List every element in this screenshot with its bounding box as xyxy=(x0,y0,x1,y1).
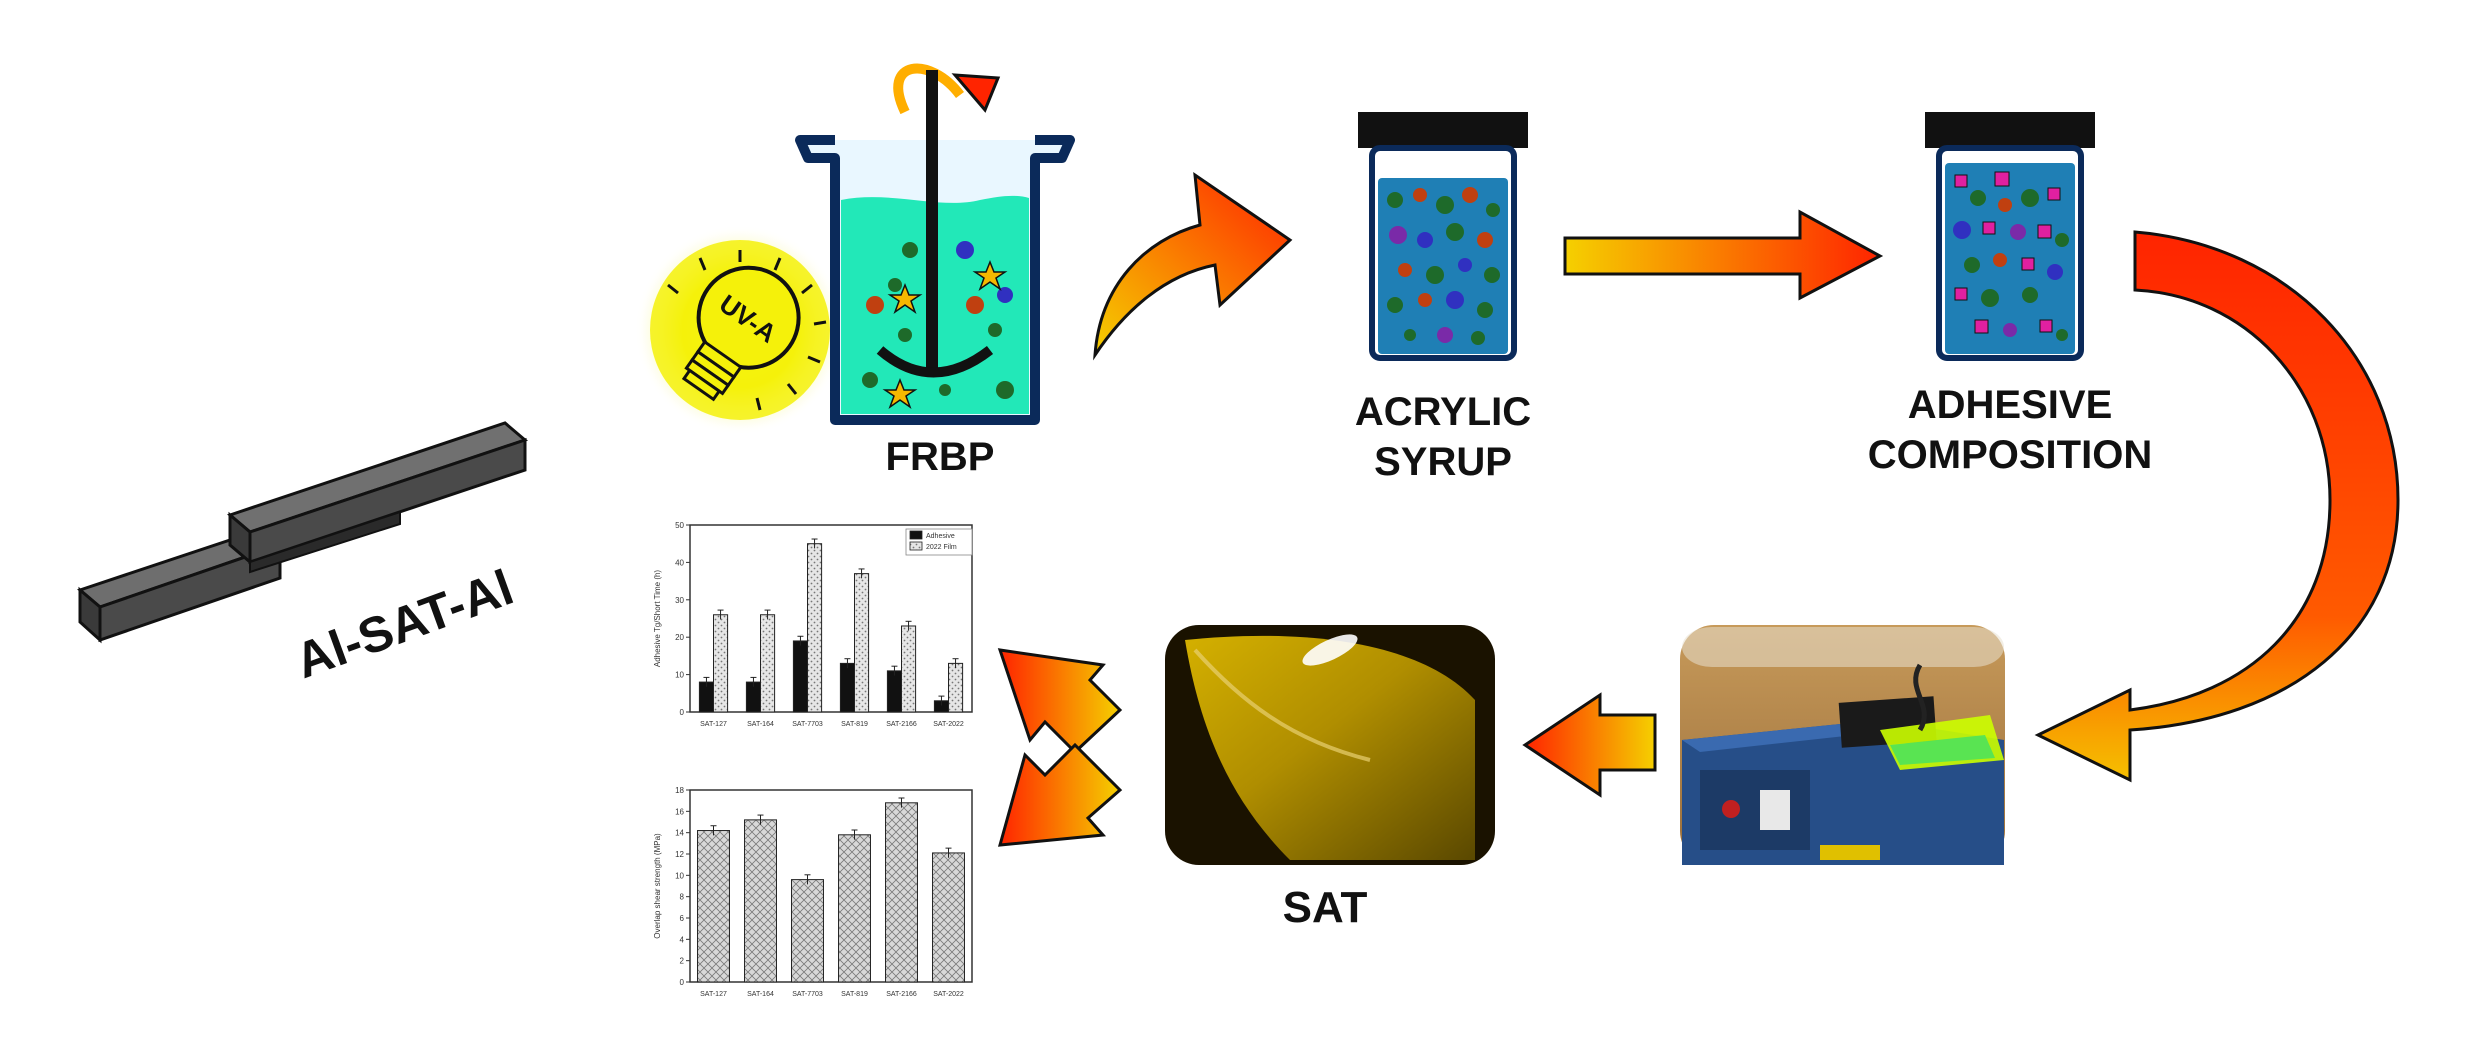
arrow-machine-to-sat xyxy=(1522,692,1657,798)
adhesive-composition-label-line1: ADHESIVE xyxy=(1908,383,2113,427)
y-tick-label: 50 xyxy=(675,521,684,530)
bar xyxy=(839,662,856,713)
bar xyxy=(697,830,730,983)
stirring-arrow-icon xyxy=(951,73,1001,113)
acrylic-syrup-vial: ACRYLIC SYRUP xyxy=(1355,112,1531,484)
reactor-particles xyxy=(862,241,1014,409)
x-tick-label: SAT-127 xyxy=(700,721,727,728)
x-tick-label: SAT-7703 xyxy=(792,991,823,998)
y-tick-label: 16 xyxy=(675,807,684,816)
y-tick-label: 4 xyxy=(680,935,685,944)
legend-swatch xyxy=(909,541,923,551)
bar xyxy=(760,614,776,713)
arrow-sat-to-bottom-chart xyxy=(997,742,1123,847)
x-tick-label: SAT-819 xyxy=(841,721,868,728)
plot-frame xyxy=(689,524,973,713)
x-tick-label: SAT-7703 xyxy=(792,721,823,728)
plot-frame xyxy=(689,789,973,983)
y-tick-label: 14 xyxy=(675,829,684,838)
adhesive-composition-vial: ADHESIVE COMPOSITION xyxy=(1868,112,2152,477)
adhesive-composition-label-line2: COMPOSITION xyxy=(1868,433,2152,477)
acrylic-syrup-label-line1: ACRYLIC xyxy=(1355,390,1531,434)
x-tick-label: SAT-2022 xyxy=(933,991,964,998)
arrow-adhesive-to-curing xyxy=(2034,230,2400,783)
sat-film-photo: SAT xyxy=(1165,625,1495,932)
lap-joint-specimen: Al-SAT-Al xyxy=(77,421,528,689)
adhesive-particles xyxy=(1953,171,2069,341)
y-axis-label: Overlap shear strength (MPa) xyxy=(653,833,662,939)
lamp-rays-icon xyxy=(667,250,827,411)
bar xyxy=(744,819,777,983)
bar xyxy=(713,614,729,713)
x-tick-label: SAT-2022 xyxy=(933,721,964,728)
x-tick-label: SAT-127 xyxy=(700,991,727,998)
y-tick-label: 12 xyxy=(675,850,684,859)
x-tick-label: SAT-2166 xyxy=(886,991,917,998)
y-tick-label: 6 xyxy=(680,914,685,923)
legend-label: Adhesive xyxy=(926,533,955,540)
y-tick-label: 30 xyxy=(675,596,684,605)
y-tick-label: 2 xyxy=(680,957,685,966)
x-tick-label: SAT-819 xyxy=(841,991,868,998)
uv-lamp: UV-A xyxy=(635,225,845,435)
y-tick-label: 0 xyxy=(680,708,685,717)
arrow-syrup-to-adhesive xyxy=(1563,209,1884,301)
acrylic-syrup-label-line2: SYRUP xyxy=(1374,440,1512,484)
y-tick-label: 40 xyxy=(675,558,684,567)
bar xyxy=(885,802,918,983)
bar xyxy=(948,662,964,713)
bar xyxy=(792,640,809,713)
frbp-label: FRBP xyxy=(886,435,995,479)
y-tick-label: 10 xyxy=(675,671,684,680)
y-tick-label: 20 xyxy=(675,633,684,642)
bar xyxy=(838,834,871,983)
y-axis-label: Adhesive Tg/Short Time (h) xyxy=(653,570,662,668)
bar xyxy=(901,625,917,713)
bar xyxy=(886,670,903,713)
arrow-frbp-to-syrup xyxy=(1093,171,1293,361)
frbp-reactor: FRBP xyxy=(795,63,1075,479)
x-tick-label: SAT-164 xyxy=(747,991,774,998)
x-tick-label: SAT-164 xyxy=(747,721,774,728)
y-tick-label: 10 xyxy=(675,871,684,880)
y-tick-label: 0 xyxy=(680,978,685,987)
bar xyxy=(854,573,870,713)
y-tick-label: 18 xyxy=(675,786,684,795)
bar xyxy=(932,852,965,983)
sat-label: SAT xyxy=(1283,883,1368,932)
y-tick-label: 8 xyxy=(680,893,685,902)
arrow-sat-to-top-chart xyxy=(997,648,1123,755)
al-sat-al-label: Al-SAT-Al xyxy=(288,559,520,689)
syrup-particles xyxy=(1387,187,1500,345)
lightbulb-icon: UV-A xyxy=(681,265,801,402)
legend-label: 2022 Film xyxy=(926,544,957,551)
legend-swatch xyxy=(909,530,923,540)
x-tick-label: SAT-2166 xyxy=(886,721,917,728)
bar xyxy=(807,543,823,713)
uv-curing-machine-photo xyxy=(1680,625,2005,865)
bar xyxy=(791,879,824,983)
